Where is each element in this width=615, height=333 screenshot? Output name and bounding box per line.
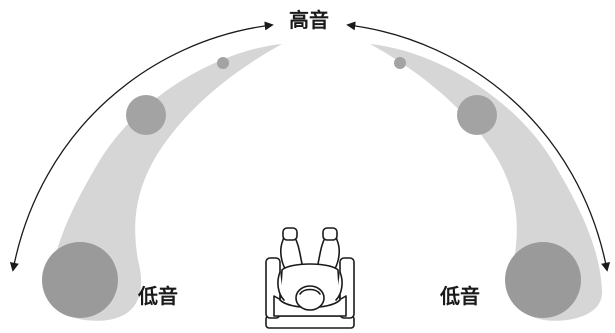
double-arrow-right-icon bbox=[346, 21, 611, 272]
right-large-sound-circle bbox=[505, 242, 581, 318]
left-medium-sound-circle bbox=[126, 95, 166, 135]
double-arrow-left-icon bbox=[9, 21, 274, 272]
right-medium-sound-circle bbox=[457, 95, 497, 135]
right-sound-beam bbox=[370, 44, 603, 321]
label-low-frequency-right: 低音 bbox=[440, 284, 480, 308]
label-high-frequency: 高音 bbox=[289, 8, 329, 32]
right-small-sound-circle bbox=[394, 57, 406, 69]
left-small-sound-circle bbox=[217, 57, 229, 69]
left-large-sound-circle bbox=[42, 242, 118, 318]
listener-in-chair-icon bbox=[265, 227, 355, 329]
left-sound-beam bbox=[42, 44, 283, 321]
label-low-frequency-left: 低音 bbox=[138, 284, 178, 308]
